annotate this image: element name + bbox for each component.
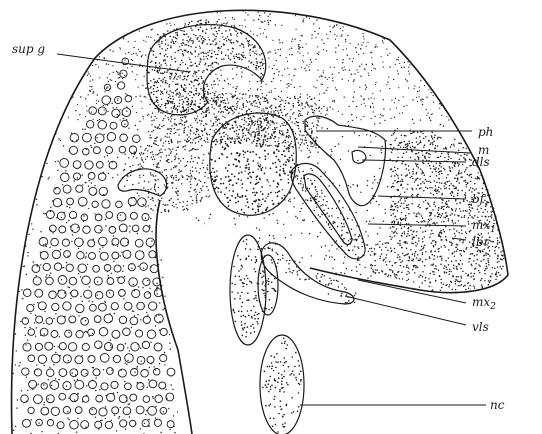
leader-mx1 (368, 224, 466, 226)
labels: sup g ph m dls bf mx1 lbr mx2 vls nc (12, 42, 505, 412)
leader-vls (345, 296, 466, 325)
label-mx2: mx2 (472, 295, 496, 312)
maxilla-one-lobe (287, 158, 368, 261)
label-mx1: mx1 (472, 218, 496, 235)
body-outline (12, 10, 508, 434)
leader-lines (57, 54, 486, 405)
label-nc: nc (490, 398, 505, 412)
leader-dls (362, 160, 466, 162)
label-dls: dls (472, 155, 490, 169)
label-sup-g: sup g (12, 42, 45, 56)
label-vls: vls (472, 320, 489, 334)
label-ph: ph (478, 125, 493, 139)
brain-stipple-band (123, 90, 320, 213)
nerve-cord-segments (230, 235, 304, 434)
leader-mx2 (358, 280, 466, 303)
leader-sup-g (57, 54, 190, 72)
mesenchyme-cells (21, 58, 175, 429)
label-lbr: lbr (472, 235, 491, 249)
notch (118, 169, 167, 196)
